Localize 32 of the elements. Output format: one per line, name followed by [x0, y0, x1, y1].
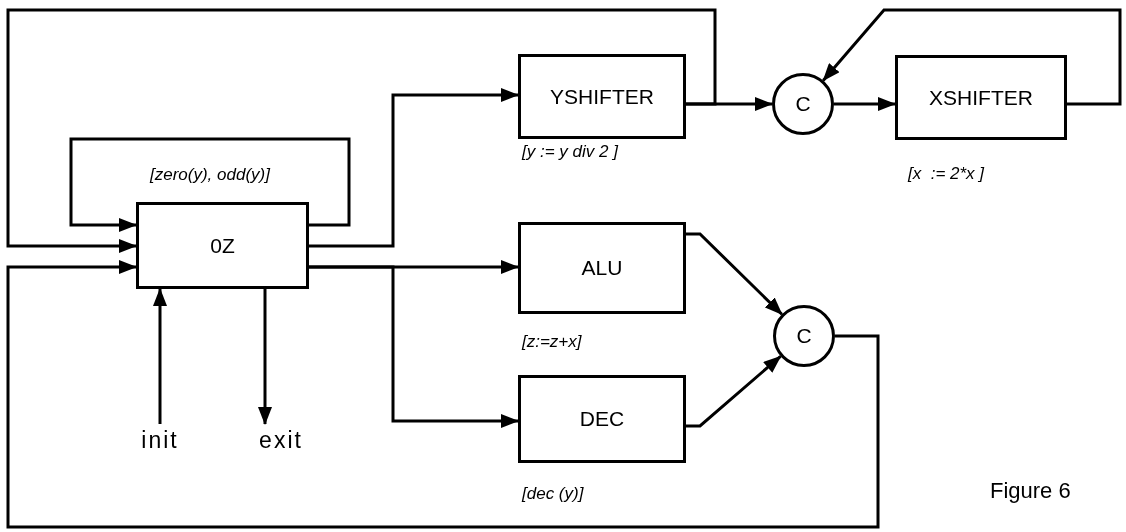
arrow — [258, 289, 272, 425]
figure-caption: Figure 6 — [990, 478, 1071, 504]
arrow — [686, 232, 783, 316]
node-label: 0Z — [210, 233, 235, 258]
operation-annotation: [zero(y), odd(y)] — [150, 165, 270, 185]
operation-annotation: [y := y div 2 ] — [522, 142, 618, 162]
arrow — [6, 260, 880, 529]
operation-annotation: [z:=z+x] — [522, 332, 582, 352]
node-label: DEC — [579, 407, 625, 431]
arrow — [6, 8, 717, 253]
arrow — [834, 97, 896, 111]
signal-label: init — [141, 426, 179, 454]
node-label: C — [796, 324, 812, 348]
process-box — [518, 54, 686, 139]
node-label: ALU — [581, 256, 623, 280]
c-element-circle — [773, 305, 835, 367]
process-box — [518, 375, 686, 463]
operation-annotation: [x := 2*x ] — [908, 164, 985, 184]
arrow — [309, 265, 519, 428]
arrow — [153, 288, 167, 424]
node-label: C — [795, 92, 811, 116]
arrow — [822, 8, 1122, 106]
process-box — [518, 222, 686, 314]
node-label: XSHIFTER — [929, 85, 1033, 110]
node-label: YSHIFTER — [550, 84, 654, 109]
arrow — [686, 355, 782, 428]
process-box — [895, 55, 1067, 140]
process-box — [136, 202, 309, 289]
operation-annotation: [dec (y)] — [522, 484, 584, 504]
arrow — [309, 88, 519, 248]
arrow — [69, 137, 351, 232]
signal-label: exit — [259, 426, 303, 454]
